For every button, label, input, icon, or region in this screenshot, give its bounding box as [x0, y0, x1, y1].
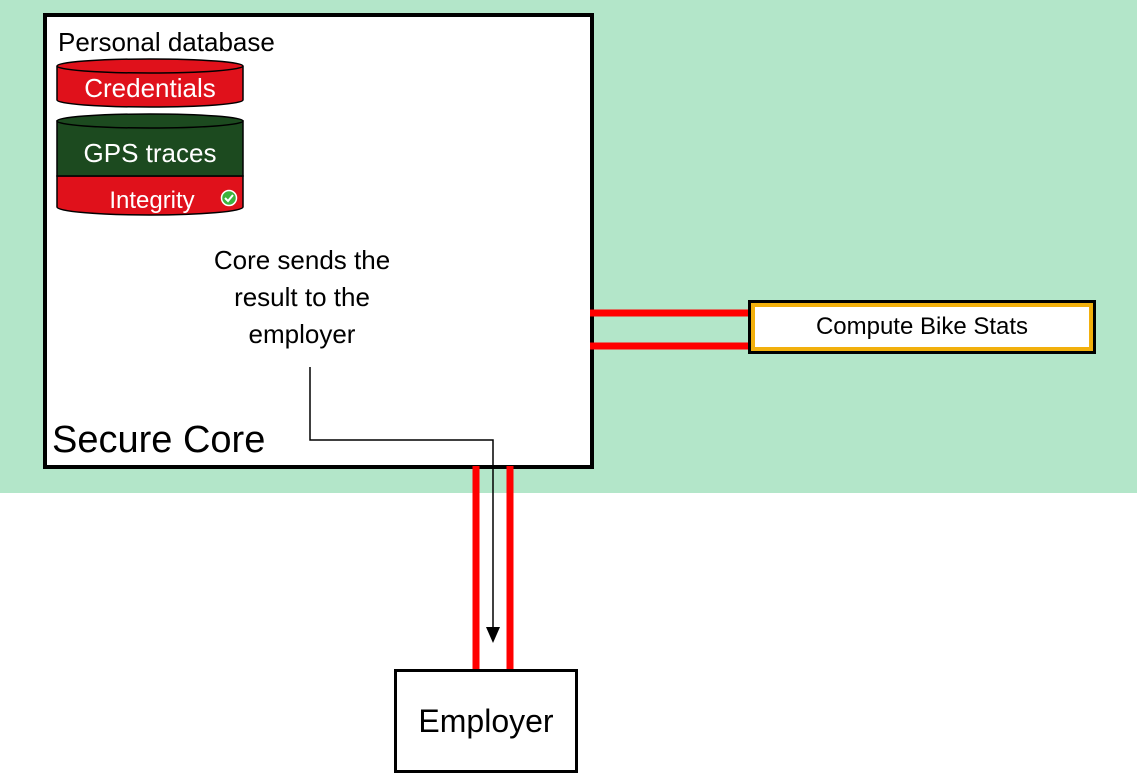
employer-box: Employer: [394, 669, 578, 773]
credentials-cylinder: Credentials: [56, 58, 244, 108]
step-line: result to the: [234, 282, 370, 312]
compute-bike-stats-box: Compute Bike Stats: [748, 300, 1096, 354]
result-arrow: [309, 367, 500, 643]
service-channel: [590, 309, 750, 350]
gps-cylinder: GPS traces Integrity: [56, 113, 244, 216]
gps-traces-label: GPS traces: [84, 138, 217, 168]
database-title: Personal database: [58, 27, 275, 57]
step-line: employer: [248, 319, 356, 349]
secure-core-label: Secure Core: [52, 419, 266, 461]
check-icon: [220, 189, 238, 207]
credentials-label: Credentials: [84, 73, 216, 103]
step-description: Core sends the result to the employer: [170, 242, 434, 353]
step-line: Core sends the: [213, 245, 391, 275]
employer-label: Employer: [418, 702, 554, 739]
integrity-label: Integrity: [109, 187, 194, 214]
employer-channel: [472, 466, 514, 671]
service-label: Compute Bike Stats: [815, 313, 1029, 340]
